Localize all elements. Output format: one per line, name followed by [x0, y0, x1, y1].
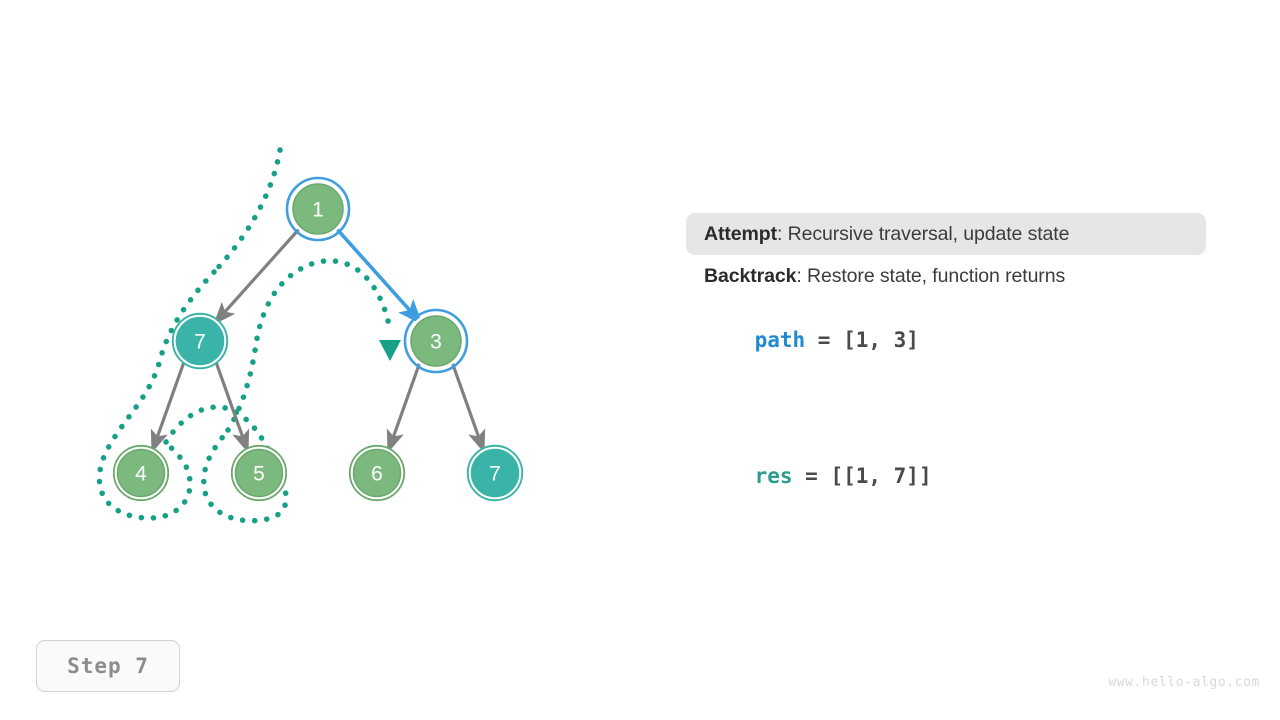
node-body [352, 448, 402, 498]
variable-name-path: path [754, 327, 806, 352]
step-counter-badge: Step 7 [36, 640, 180, 692]
edge-7-to-4 [150, 361, 186, 454]
tree-node-1[interactable]: 1 [285, 176, 351, 242]
node-inner-gap [407, 312, 465, 370]
tree-node-7-left[interactable]: 7 [171, 312, 229, 370]
tree-node-7-right[interactable]: 7 [466, 444, 524, 502]
operation-description-backtrack: Restore state, function returns [806, 265, 1066, 288]
node-label: 5 [253, 463, 265, 486]
node-highlight-ring [403, 308, 469, 374]
node-highlight-ring [285, 176, 351, 242]
tree-node-3[interactable]: 3 [403, 308, 469, 374]
traversal-trail [96, 147, 393, 524]
tree-edges [150, 226, 486, 454]
node-label: 1 [312, 199, 324, 222]
tree-nodes: 1 7 3 4 [112, 176, 524, 502]
operation-row-attempt: Attempt: Recursive traversal, update sta… [686, 213, 1206, 256]
node-label: 6 [371, 463, 383, 486]
operation-label-backtrack: Backtrack [704, 265, 797, 288]
node-body [175, 316, 225, 366]
node-label: 4 [135, 463, 147, 486]
node-body [234, 448, 284, 498]
edge-3-to-7 [450, 361, 486, 454]
binary-tree-graph: 1 7 3 4 [96, 147, 524, 524]
state-line-spacer [686, 382, 1206, 434]
tree-node-5[interactable]: 5 [230, 444, 288, 502]
node-outer-ring [171, 312, 229, 370]
assign-operator-path: = [805, 327, 844, 352]
node-inner-gap [114, 446, 168, 500]
variable-value-path: [1, 3] [843, 327, 919, 352]
node-inner-gap [232, 446, 286, 500]
node-inner-gap [173, 314, 227, 368]
operation-row-backtrack: Backtrack: Restore state, function retur… [686, 255, 1206, 297]
node-inner-gap [350, 446, 404, 500]
variable-value-res: [[1, 7]] [830, 463, 932, 488]
node-outer-ring [348, 444, 406, 502]
assign-operator-res: = [792, 463, 831, 488]
cursor-triangle-icon [379, 340, 401, 361]
tree-visualization-panel: 1 7 3 4 [96, 147, 524, 524]
node-body [470, 448, 520, 498]
node-body [116, 448, 166, 498]
node-outer-ring [230, 444, 288, 502]
step-counter-label: Step 7 [67, 654, 149, 678]
trail-segment-entry [211, 147, 283, 275]
variable-name-res: res [754, 463, 793, 488]
node-inner-gap [468, 446, 522, 500]
edge-1-to-3-active [334, 226, 424, 326]
trail-segment-left-subtree [96, 269, 217, 521]
operation-separator-attempt: : [776, 223, 788, 245]
operation-separator-backtrack: : [796, 265, 807, 288]
site-watermark: www.hello-algo.com [1108, 675, 1260, 690]
operation-label-attempt: Attempt [704, 223, 777, 245]
node-label: 7 [194, 331, 206, 354]
edge-7-to-5 [214, 361, 250, 454]
node-outer-ring [112, 444, 170, 502]
trail-segment-to-node3 [225, 258, 393, 433]
node-body [292, 183, 344, 235]
tree-node-6[interactable]: 6 [348, 444, 406, 502]
node-outer-ring [466, 444, 524, 502]
edge-3-to-6 [386, 361, 422, 454]
edge-1-to-7 [212, 226, 302, 326]
node-body [410, 315, 462, 367]
algorithm-state-panel: Attempt: Recursive traversal, update sta… [686, 213, 1206, 518]
node-label: 3 [430, 331, 442, 354]
tree-node-4[interactable]: 4 [112, 444, 170, 502]
node-inner-gap [289, 180, 347, 238]
state-line-path: path = [1, 3] [686, 298, 1206, 382]
operation-description-attempt: Recursive traversal, update state [787, 223, 1070, 245]
node-label: 7 [489, 463, 501, 486]
trail-segment-node5-loop [163, 404, 289, 524]
state-line-res: res = [[1, 7]] [686, 434, 1206, 518]
